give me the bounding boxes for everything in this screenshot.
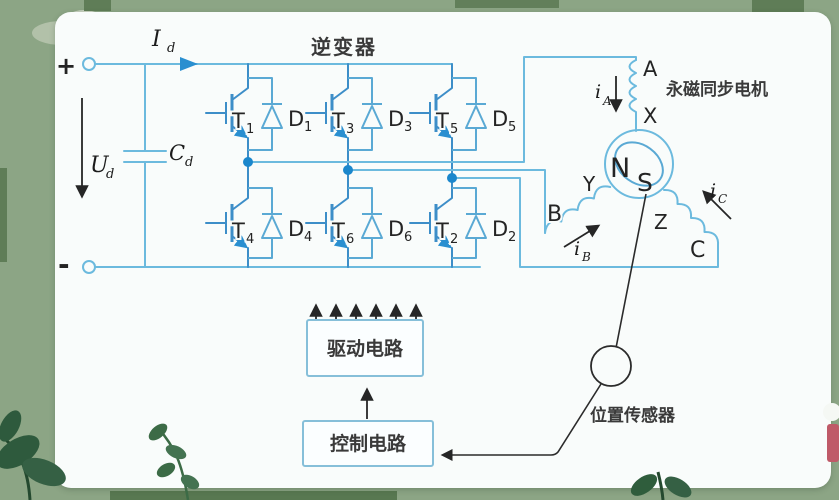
phase-a-wire [247,56,637,163]
igbt-cell-T5: T 5 D 5 [409,63,518,179]
phase-wires [243,56,720,268]
igbt-cell-T2: T 2 D 2 [409,177,518,268]
igbt-sub: 3 [346,122,354,137]
diode-sub: 2 [508,230,516,245]
current-b-arrow [563,224,601,248]
motor: N S A X Y B Z C 永磁同步电机 i A i B i C [545,55,768,265]
current-b-sub: B [581,250,591,264]
igbt-cell-T4: T 4 D 4 [205,161,314,268]
position-sensor: 位置传感器 [440,193,678,461]
igbt-sub: 6 [346,232,354,247]
igbt-cell-T6: T 6 D 6 [305,169,414,268]
diode-sub: 5 [508,120,516,135]
diode-label: D [492,107,508,131]
junction-dot-c [447,173,457,183]
sensor-circle [590,345,632,387]
terminal-z: Z [654,210,668,234]
plant-bottom-right [630,471,692,500]
dc-current-sub: d [167,41,175,56]
plant-sprig-left [148,423,200,500]
minus-label: - [58,248,70,281]
decor-tab [84,0,111,11]
diode-label: D [288,107,304,131]
motor-title: 永磁同步电机 [665,79,768,100]
control-circuit-label: 控制电路 [330,432,407,455]
inverter-title: 逆变器 [311,35,377,59]
diode-sub: 1 [304,120,312,135]
control-circuit-box [302,420,434,467]
terminal-c: C [690,238,705,263]
junction-dot-b [343,165,353,175]
igbt-sub: 5 [450,122,458,137]
terminal-y: Y [582,172,596,196]
plant-bottom-left [0,410,66,500]
positive-terminal [82,57,96,71]
igbt-label: T [435,109,449,133]
diode-sub: 4 [304,230,312,245]
rotor-south: S [637,168,653,197]
diode-label: D [388,107,404,131]
terminal-b: B [547,202,562,227]
junction-dot-a [243,157,253,167]
terminal-x: X [643,104,657,128]
decor-red-tab [827,424,839,462]
phase-b-winding [544,185,612,234]
current-c-label: i [710,180,716,202]
igbt-label: T [231,219,245,243]
dc-voltage-sub: d [106,167,114,182]
igbt-cell-T3: T 3 D 3 [305,63,414,171]
dc-voltage-label: U [90,153,110,178]
dc-current-label: I [151,27,162,52]
decor-tab [110,491,397,500]
igbt-cell-T1: T 1 D 1 [205,63,314,163]
phase-c-winding [663,188,720,247]
dc-link: + - I d U d C d [56,27,481,281]
capacitor-label: C [169,141,185,165]
diode-sub: 3 [404,120,412,135]
control-circuit: 控制电路 [302,387,434,467]
position-sensor-label: 位置传感器 [590,405,676,426]
stator-circle [604,129,674,199]
capacitor-sub: d [185,155,193,170]
igbt-label: T [231,109,245,133]
decor-tab [752,0,804,13]
decor-tab [0,168,7,262]
current-c-arrow [702,190,732,220]
igbt-label: T [435,219,449,243]
schematic-card [55,12,831,488]
drive-circuit-box [306,319,424,377]
current-c-sub: C [718,192,727,206]
rotor-north: N [610,153,630,184]
igbt-sub: 2 [450,232,458,247]
plus-label: + [56,52,76,80]
sensor-feedback-arrow [440,383,602,461]
igbt-label: T [331,219,345,243]
terminal-a: A [643,57,658,81]
diode-label: D [388,217,404,241]
decor-card-bump [823,403,839,421]
current-b-label: i [574,238,580,260]
negative-terminal [82,260,96,274]
diode-sub: 6 [404,230,412,245]
igbt-label: T [331,109,345,133]
rotor-ellipse [614,141,664,187]
dc-current-arrow [180,57,198,71]
igbt-sub: 4 [246,232,254,247]
drive-circuit-label: 驱动电路 [327,337,404,360]
capacitor-plates [123,150,167,163]
phase-b-wire [347,169,546,234]
phase-a-winding [628,59,637,132]
phase-c-wire [451,177,719,268]
igbt-sub: 1 [246,122,254,137]
diode-label: D [492,217,508,241]
diode-label: D [288,217,304,241]
decor-tab [455,0,559,8]
current-a-label: i [595,81,601,103]
current-a-sub: A [602,94,612,108]
drive-circuit: 驱动电路 [306,303,424,377]
